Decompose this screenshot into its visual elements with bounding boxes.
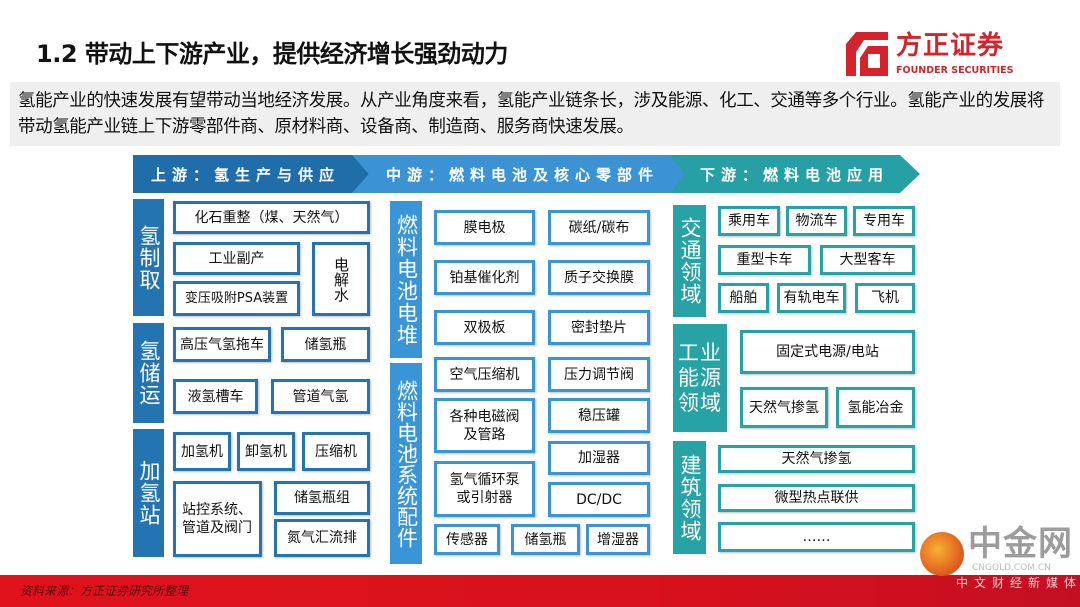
item-box: 微型热点联供	[718, 484, 915, 512]
item-box: 加湿器	[548, 441, 650, 475]
item-box: 储氢瓶组	[274, 481, 370, 515]
category-label-storage: 氢储运	[133, 323, 164, 423]
item-box: 质子交换膜	[548, 260, 650, 295]
item-box: 大型客车	[820, 245, 915, 275]
item-box: 压力调节阀	[548, 357, 650, 392]
item-box: 电解水	[312, 242, 370, 316]
item-box: 膜电极	[434, 210, 535, 245]
item-box: DC/DC	[548, 482, 650, 517]
item-box: 增湿器	[586, 524, 650, 555]
logo-en-text: FOUNDER SECURITIES	[896, 65, 1014, 76]
watermark-name: 中金网	[968, 524, 1073, 564]
watermark-url: CNGOLD.COM.CN	[972, 563, 1051, 573]
watermark-slogan: 中文财经新媒体	[956, 576, 1080, 590]
item-box: 飞机	[855, 283, 915, 313]
item-box: 氢能冶金	[836, 387, 915, 428]
intro-paragraph: 氢能产业的快速发展有望带动当地经济发展。从产业角度来看，氢能产业链条长，涉及能源…	[10, 82, 1060, 146]
item-box: 卸氢机	[237, 432, 295, 471]
item-box: 专用车	[853, 206, 915, 236]
category-label-building: 建筑领域	[673, 441, 706, 554]
item-box: 高压气氢拖车	[173, 327, 271, 362]
category-label-production: 氢制取	[133, 199, 164, 316]
item-box: 管道气氢	[271, 379, 370, 414]
item-box: 天然气掺氢	[718, 445, 915, 473]
watermark: 中金网 CNGOLD.COM.CN 中文财经新媒体	[920, 526, 1080, 607]
item-box: 传感器	[434, 524, 500, 555]
stage-midstream-banner: 中游：燃料电池及核心零部件	[352, 155, 688, 193]
cngold-logo-icon	[920, 532, 964, 576]
item-box: 变压吸附PSA装置	[173, 281, 300, 316]
item-box: 碳纸/碳布	[548, 210, 650, 245]
footer-bar	[0, 575, 1080, 607]
item-box: 储氢瓶	[281, 327, 370, 362]
item-box: 固定式电源/电站	[740, 330, 915, 374]
item-box: 压缩机	[302, 432, 370, 471]
category-label-system: 燃料电池系统配件	[390, 363, 422, 564]
item-box: 加氢机	[173, 432, 231, 471]
item-box: 稳压罐	[548, 398, 650, 433]
source-note: 资料来源：方正证券研究所整理	[20, 584, 189, 598]
item-box: 重型卡车	[718, 245, 811, 275]
category-label-transport: 交通领域	[673, 205, 706, 317]
page-title: 1.2 带动上下游产业，提供经济增长强劲动力	[36, 40, 508, 68]
category-label-industry: 工业能源领域	[673, 324, 727, 432]
item-box: 乘用车	[718, 206, 780, 236]
item-box: 站控系统、管道及阀门	[173, 481, 262, 557]
item-box: 储氢瓶	[511, 524, 580, 555]
category-label-stack: 燃料电池电堆	[390, 201, 422, 358]
item-box: 有轨电车	[777, 283, 846, 313]
item-box: 船舶	[718, 283, 769, 313]
founder-logo-icon	[846, 32, 888, 76]
category-label-station: 加氢站	[133, 429, 164, 557]
item-box: ……	[718, 522, 915, 552]
item-box: 密封垫片	[548, 310, 650, 345]
item-box: 氮气汇流排	[274, 519, 370, 557]
founder-logo: 方正证券 FOUNDER SECURITIES	[846, 30, 1036, 80]
item-box: 化石重整（煤、天然气）	[173, 201, 370, 234]
item-box: 氢气循环泵或引射器	[434, 461, 535, 517]
item-box: 液氢槽车	[173, 379, 258, 414]
item-box: 双极板	[434, 310, 535, 345]
logo-cn-text: 方正证券	[896, 31, 1005, 61]
item-box: 天然气掺氢	[740, 387, 828, 428]
item-box: 工业副产	[173, 242, 300, 275]
item-box: 各种电磁阀及管路	[434, 398, 535, 453]
stage-upstream-banner: 上游：氢生产与供应	[133, 155, 369, 193]
item-box: 空气压缩机	[434, 357, 535, 392]
stage-downstream-banner: 下游：燃料电池应用	[670, 155, 920, 193]
item-box: 铂基催化剂	[434, 260, 535, 295]
item-box: 物流车	[786, 206, 847, 236]
